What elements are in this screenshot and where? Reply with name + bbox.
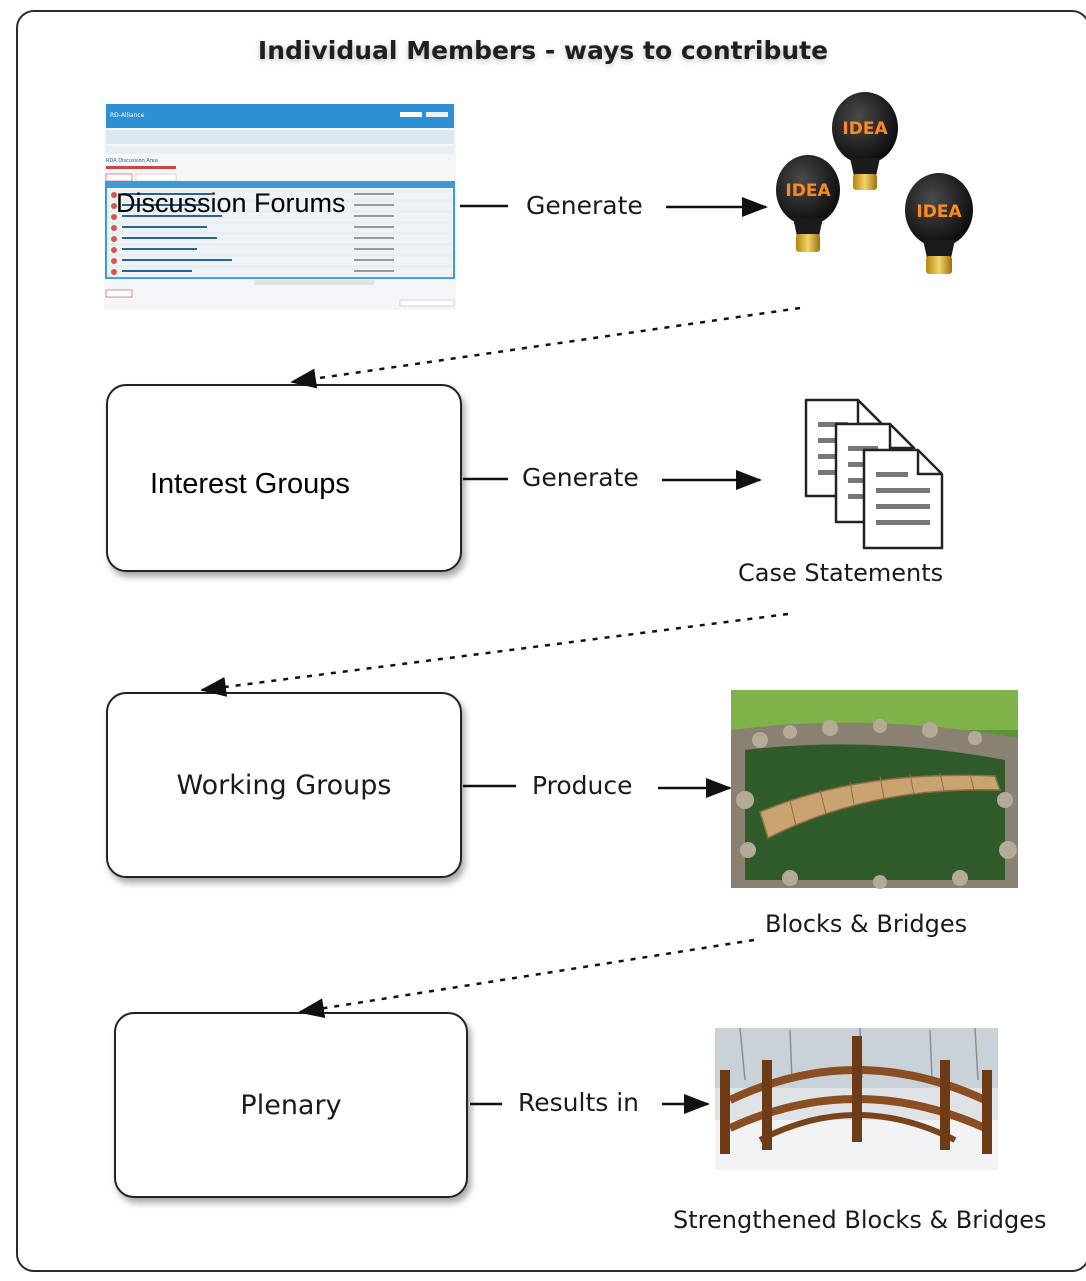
dashed-docs-to-working xyxy=(200,612,789,697)
working-groups-box: Working Groups xyxy=(106,692,462,878)
working-groups-label: Working Groups xyxy=(176,769,392,801)
idea-text-3: IDEA xyxy=(916,202,962,222)
idea-bulb-icon: IDEA xyxy=(905,173,973,274)
forum-screenshot-drawing: RD-Alliance RDA Discussion Area xyxy=(104,104,456,310)
dashed-bridge-to-plenary xyxy=(298,938,755,1019)
idea-bulb-icon: IDEA xyxy=(776,155,840,252)
edge-label-produce: Produce xyxy=(532,771,633,800)
pond-bridge-image xyxy=(731,690,1018,889)
edge-label-results-in: Results in xyxy=(518,1088,640,1117)
interest-groups-label: Interest Groups xyxy=(150,468,350,500)
diagram-title: Individual Members - ways to contribute xyxy=(257,36,829,65)
discussion-forum-screenshot: RD-Alliance RDA Discussion Area xyxy=(104,104,456,310)
edge-label-generate-forums: Generate xyxy=(526,191,643,220)
edge-label-generate-interest: Generate xyxy=(522,463,639,492)
documents-icon xyxy=(804,398,944,550)
idea-bulb-icon: IDEA xyxy=(832,92,898,190)
interest-groups-box: Interest Groups xyxy=(106,384,462,572)
dashed-ideas-to-interest xyxy=(290,306,801,389)
caption-blocks-bridges: Blocks & Bridges xyxy=(765,910,968,938)
forum-section-title: RDA Discussion Area xyxy=(106,158,158,164)
strengthened-bridge-image xyxy=(715,1027,998,1170)
plenary-box: Plenary xyxy=(114,1012,468,1198)
forum-header-text: RD-Alliance xyxy=(110,112,145,119)
forum-header-bar xyxy=(106,104,454,128)
discussion-forums-label: Discussion Forums xyxy=(116,188,346,218)
caption-strengthened: Strengthened Blocks & Bridges xyxy=(673,1206,1047,1234)
caption-case-statements: Case Statements xyxy=(738,559,944,587)
plenary-label: Plenary xyxy=(240,1089,342,1121)
idea-text-2: IDEA xyxy=(785,181,831,201)
idea-text-1: IDEA xyxy=(842,119,888,139)
